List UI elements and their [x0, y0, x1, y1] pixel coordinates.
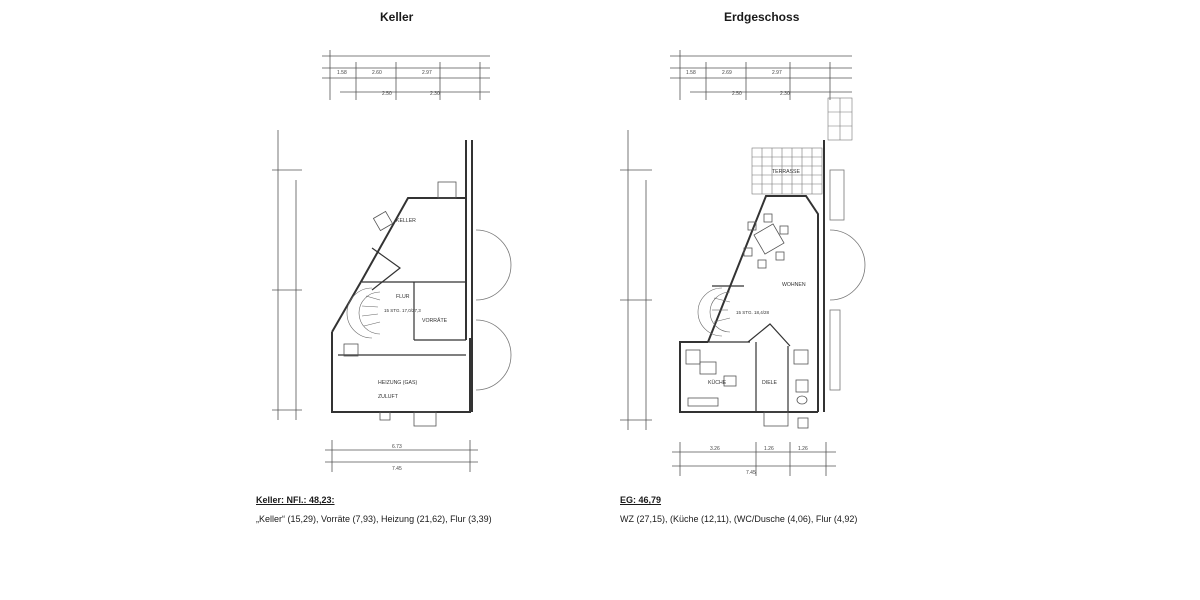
- erdgeschoss-title: Erdgeschoss: [724, 10, 800, 24]
- dim-eg-top-1: 1.58: [686, 70, 696, 76]
- dim-eg-top2-1: 2.50: [732, 91, 742, 97]
- room-label-diele: DIELE: [762, 380, 778, 386]
- dim-eg-bottom-3: 1.26: [798, 446, 808, 452]
- room-label-flur: FLUR: [396, 294, 410, 300]
- room-label-zuluft: ZULUFT: [378, 394, 399, 400]
- room-label-kueche: KÜCHE: [708, 379, 727, 386]
- keller-title: Keller: [380, 10, 414, 24]
- dim-eg-bottom-1: 3.26: [710, 446, 720, 452]
- dim-eg-top2-2: 2.30: [780, 91, 790, 97]
- room-label-vorraete: VORRÄTE: [422, 317, 448, 324]
- dim-keller-top2-1: 2.50: [382, 91, 392, 97]
- keller-summary-head: Keller: NFl.: 48,23:: [256, 495, 335, 505]
- dim-eg-bottom-4: 7.45: [746, 470, 756, 476]
- dim-keller-top-1: 1.58: [337, 70, 347, 76]
- dim-eg-bottom-2: 1.26: [764, 446, 774, 452]
- dim-keller-top-3: 2.97: [422, 70, 432, 76]
- erdgeschoss-plan: [620, 50, 866, 476]
- stair-label-eg: 15 STG. 18,4/28: [736, 310, 770, 315]
- dim-keller-bottom-2: 7.45: [392, 466, 402, 472]
- keller-plan: [272, 50, 512, 472]
- dim-eg-top-3: 2.97: [772, 70, 782, 76]
- eg-summary: EG: 46,79 WZ (27,15), (Küche (12,11), (W…: [620, 495, 857, 524]
- room-label-terrasse: TERRASSE: [772, 169, 801, 175]
- eg-summary-head: EG: 46,79: [620, 495, 662, 505]
- stair-label-keller: 15 STG. 17,0/27,3: [384, 308, 421, 313]
- eg-summary-text: WZ (27,15), (Küche (12,11), (WC/Dusche (…: [620, 514, 858, 524]
- keller-summary-text: „Keller“ (15,29), Vorräte (7,93), Heizun…: [256, 514, 492, 524]
- keller-summary: Keller: NFl.: 48,23: „Keller“ (15,29), V…: [256, 495, 492, 524]
- dim-eg-top-2: 2.69: [722, 70, 732, 76]
- dim-keller-bottom-1: 6.73: [392, 444, 402, 450]
- room-label-heizung: HEIZUNG (GAS): [378, 380, 417, 386]
- room-label-wohnen: WOHNEN: [782, 282, 806, 288]
- dim-keller-top2-2: 2.30: [430, 91, 440, 97]
- room-label-keller: KELLER: [396, 218, 416, 224]
- dim-keller-top-2: 2.60: [372, 70, 382, 76]
